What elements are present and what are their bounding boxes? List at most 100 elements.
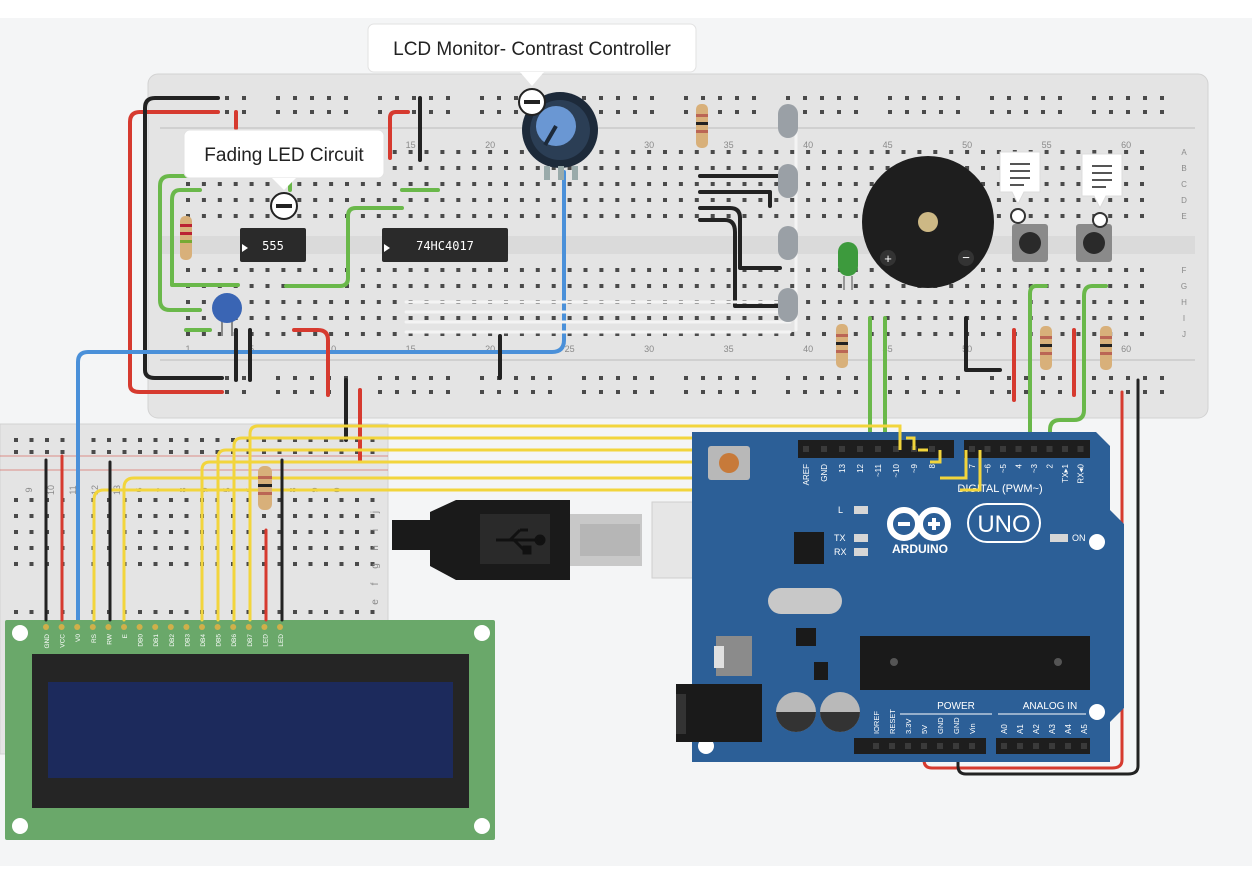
- breadboard-hole[interactable]: [488, 332, 493, 336]
- breadboard-hole[interactable]: [1124, 198, 1129, 202]
- breadboard-hole[interactable]: [345, 332, 349, 336]
- rail-hole[interactable]: [616, 110, 620, 114]
- breadboard-hole[interactable]: [1060, 268, 1065, 272]
- breadboard-hole[interactable]: [329, 214, 334, 218]
- breadboard-hole[interactable]: [392, 268, 397, 272]
- rail-hole[interactable]: [1007, 110, 1011, 114]
- small-breadboard-hole[interactable]: [169, 530, 173, 534]
- breadboard-hole[interactable]: [869, 284, 874, 288]
- rail-hole[interactable]: [497, 110, 501, 114]
- breadboard-hole[interactable]: [647, 166, 652, 170]
- breadboard-hole[interactable]: [424, 332, 429, 336]
- small-breadboard-hole[interactable]: [324, 562, 328, 566]
- breadboard-hole[interactable]: [949, 332, 954, 336]
- breadboard-hole[interactable]: [1140, 284, 1144, 288]
- power-header[interactable]: [854, 738, 986, 754]
- breadboard-hole[interactable]: [408, 214, 413, 218]
- breadboard-hole[interactable]: [535, 214, 540, 218]
- breadboard-hole[interactable]: [949, 300, 954, 304]
- resistor-lcd-backlight[interactable]: [258, 466, 272, 510]
- breadboard-hole[interactable]: [822, 284, 826, 288]
- small-breadboard-hole[interactable]: [14, 530, 18, 534]
- small-breadboard-hole[interactable]: [370, 530, 375, 534]
- rail-hole[interactable]: [1092, 110, 1096, 114]
- breadboard-hole[interactable]: [313, 214, 318, 218]
- breadboard-hole[interactable]: [1108, 150, 1113, 154]
- breadboard-hole[interactable]: [233, 214, 238, 218]
- rail-hole[interactable]: [718, 390, 722, 394]
- breadboard-hole[interactable]: [837, 182, 842, 186]
- digital-pin-socket[interactable]: [857, 446, 863, 452]
- small-breadboard-hole[interactable]: [308, 514, 313, 518]
- rail-hole[interactable]: [616, 390, 620, 394]
- breadboard-hole[interactable]: [758, 284, 763, 288]
- breadboard-hole[interactable]: [869, 150, 874, 154]
- breadboard-hole[interactable]: [424, 284, 429, 288]
- digital-pin-socket[interactable]: [1062, 446, 1068, 452]
- rail-hole[interactable]: [701, 390, 705, 394]
- rail-hole[interactable]: [837, 96, 841, 100]
- rail-hole[interactable]: [820, 376, 824, 380]
- breadboard-hole[interactable]: [1044, 316, 1049, 320]
- breadboard-hole[interactable]: [535, 166, 540, 170]
- breadboard-hole[interactable]: [472, 198, 477, 202]
- breadboard-hole[interactable]: [599, 332, 604, 336]
- wires-main[interactable]: [76, 96, 1140, 776]
- breadboard-hole[interactable]: [742, 316, 747, 320]
- breadboard-hole[interactable]: [1092, 332, 1097, 336]
- breadboard-hole[interactable]: [790, 214, 795, 218]
- rail-hole[interactable]: [225, 110, 229, 114]
- small-rail-hole[interactable]: [91, 438, 96, 442]
- rail-hole[interactable]: [1041, 96, 1045, 100]
- chip-555[interactable]: 555: [240, 228, 306, 262]
- rail-hole[interactable]: [854, 390, 858, 394]
- breadboard-hole[interactable]: [885, 316, 890, 320]
- breadboard-hole[interactable]: [726, 214, 731, 218]
- wires-lcd-power[interactable]: [44, 454, 284, 622]
- breadboard-hole[interactable]: [424, 182, 429, 186]
- breadboard-hole[interactable]: [758, 214, 763, 218]
- small-breadboard-hole[interactable]: [308, 498, 313, 502]
- breadboard-hole[interactable]: [790, 198, 795, 202]
- small-breadboard-hole[interactable]: [29, 530, 34, 534]
- breadboard-hole[interactable]: [488, 268, 493, 272]
- breadboard-hole[interactable]: [1076, 316, 1081, 320]
- analog-pin-socket[interactable]: [1049, 743, 1055, 749]
- breadboard-hole[interactable]: [1044, 198, 1049, 202]
- rail-hole[interactable]: [480, 390, 484, 394]
- rail-hole[interactable]: [480, 96, 484, 100]
- fading-led-callout[interactable]: Fading LED Circuit: [183, 129, 385, 220]
- breadboard-hole[interactable]: [1044, 268, 1049, 272]
- breadboard-hole[interactable]: [806, 214, 811, 218]
- small-rail-hole[interactable]: [308, 450, 313, 454]
- rail-hole[interactable]: [276, 110, 280, 114]
- breadboard-hole[interactable]: [742, 214, 747, 218]
- breadboard-hole[interactable]: [1060, 316, 1065, 320]
- breadboard-hole[interactable]: [981, 182, 985, 186]
- breadboard-hole[interactable]: [663, 150, 667, 154]
- breadboard-hole[interactable]: [599, 284, 604, 288]
- breadboard-hole[interactable]: [551, 284, 556, 288]
- breadboard-hole[interactable]: [933, 332, 938, 336]
- rail-hole[interactable]: [922, 376, 926, 380]
- breadboard-hole[interactable]: [663, 198, 667, 202]
- breadboard-hole[interactable]: [217, 268, 222, 272]
- led-array[interactable]: [778, 104, 798, 322]
- rail-hole[interactable]: [276, 376, 280, 380]
- rail-hole[interactable]: [888, 96, 892, 100]
- breadboard-hole[interactable]: [1108, 268, 1113, 272]
- breadboard-hole[interactable]: [297, 182, 302, 186]
- breadboard-hole[interactable]: [186, 214, 190, 218]
- small-breadboard-hole[interactable]: [169, 514, 173, 518]
- rail-hole[interactable]: [412, 390, 416, 394]
- small-breadboard-hole[interactable]: [14, 610, 18, 614]
- breadboard-hole[interactable]: [853, 332, 858, 336]
- breadboard-hole[interactable]: [1012, 198, 1017, 202]
- lcd-pin[interactable]: [105, 624, 112, 630]
- rail-hole[interactable]: [633, 96, 637, 100]
- breadboard-hole[interactable]: [1044, 150, 1049, 154]
- breadboard-hole[interactable]: [631, 332, 636, 336]
- small-breadboard-hole[interactable]: [14, 498, 18, 502]
- breadboard-hole[interactable]: [981, 300, 985, 304]
